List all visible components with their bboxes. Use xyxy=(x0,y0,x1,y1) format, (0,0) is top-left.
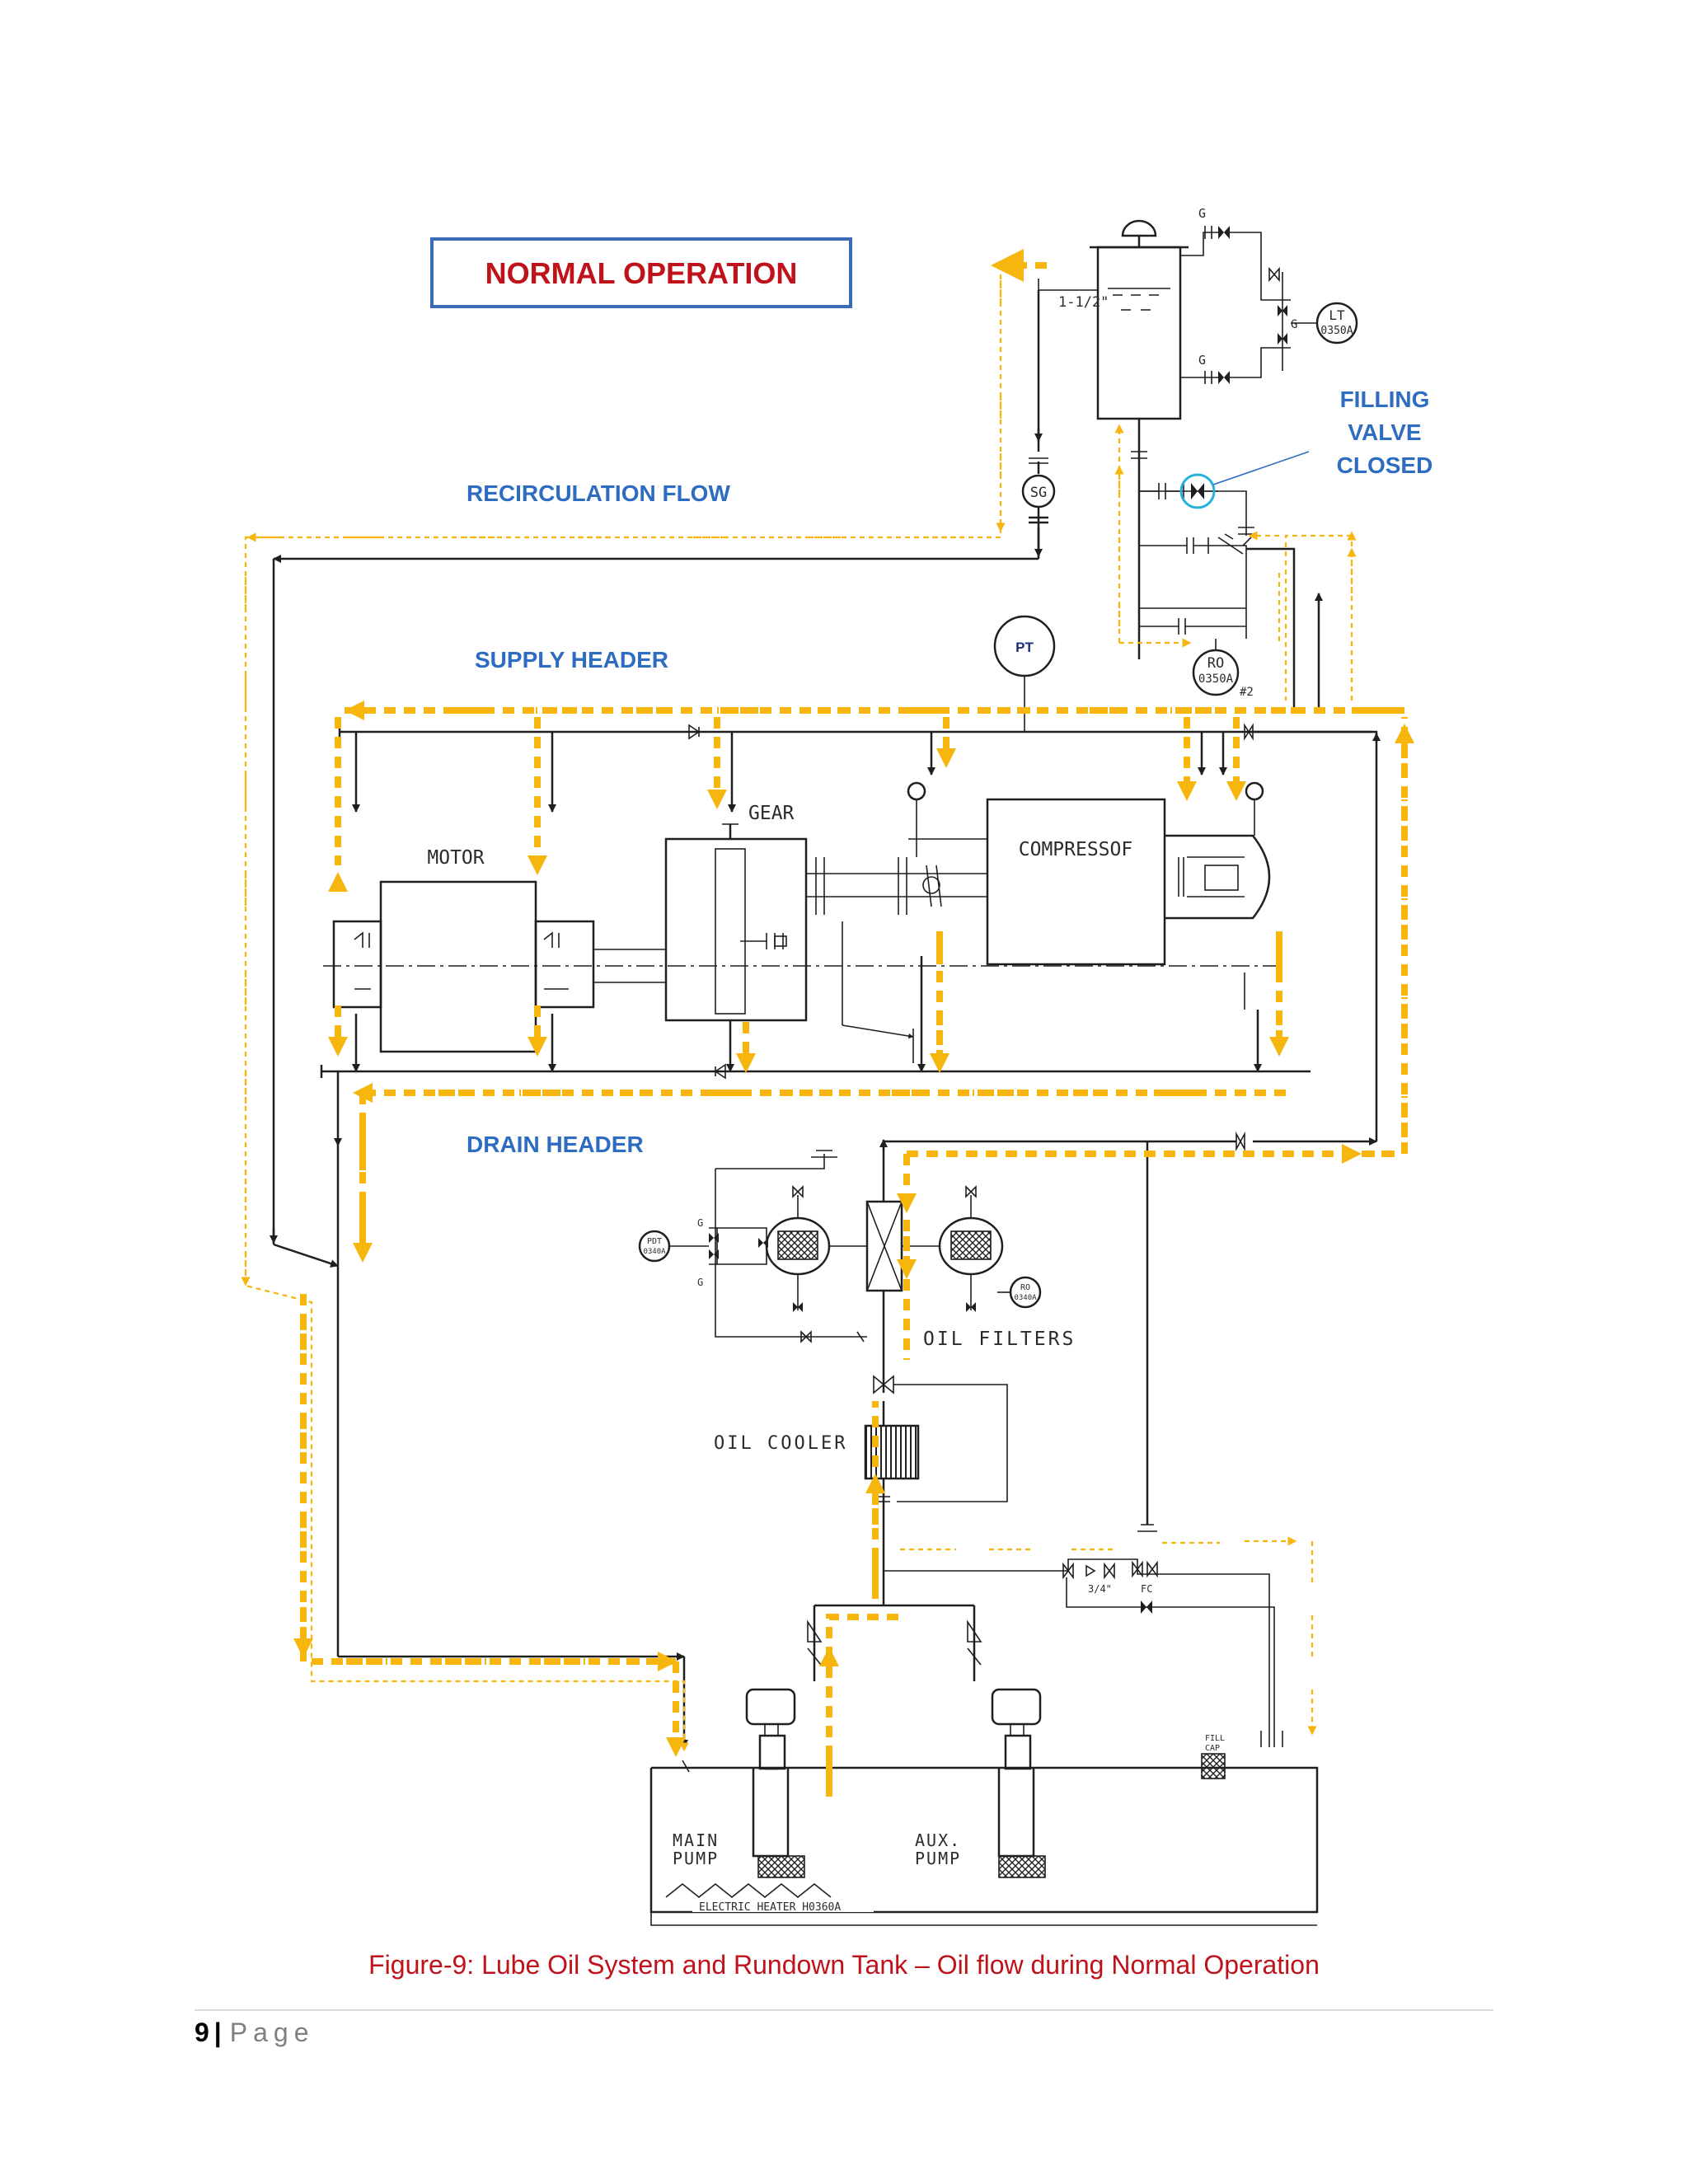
pump-discharge-piping: 3/4" FC xyxy=(807,1558,1283,1747)
pdt-line2: 0340A xyxy=(643,1248,666,1256)
valve-g-label-2: G xyxy=(1198,353,1206,368)
filling-valve xyxy=(1139,451,1310,509)
sight-glass-line: SG xyxy=(270,279,1098,1268)
oil-cooler: OIL COOLER xyxy=(714,1375,1008,1591)
gear: GEAR xyxy=(664,803,808,1022)
aux-pump-line2: PUMP xyxy=(915,1849,961,1868)
figure-caption: Figure-9: Lube Oil System and Rundown Ta… xyxy=(368,1950,1320,1980)
gear-label: GEAR xyxy=(748,803,795,824)
page-footer: 9|Page xyxy=(195,2018,314,2048)
filling-valve-line2: VALVE xyxy=(1348,419,1421,445)
valve-g-label-3: G xyxy=(1291,318,1297,331)
mode-box-label: NORMAL OPERATION xyxy=(485,256,798,290)
lt-instrument xyxy=(1315,302,1358,344)
ro-filter-line1: RO xyxy=(1020,1283,1030,1292)
oil-reservoir: ELECTRIC HEATER H0360A FILL CAP xyxy=(649,1734,1319,1926)
motor: MOTOR xyxy=(332,847,595,1053)
supply-header: PT xyxy=(338,615,1381,1141)
ro-filter-instrument xyxy=(1009,1276,1042,1309)
pump-discharge-flow-path xyxy=(829,1220,1312,1797)
fill-cap-line1: FILL xyxy=(1205,1734,1225,1743)
filling-valve-callout: FILLING VALVE CLOSED xyxy=(1337,387,1433,478)
fill-cap-line2: CAP xyxy=(1205,1744,1220,1753)
fc-label: FC xyxy=(1141,1583,1152,1595)
drain-header xyxy=(320,956,1311,1748)
oil-filters-label: OIL FILTERS xyxy=(923,1329,1076,1350)
page-number: 9 xyxy=(195,2018,209,2047)
pt-instrument xyxy=(993,615,1056,677)
ro-top-line1: RO xyxy=(1207,655,1224,672)
motor-label: MOTOR xyxy=(427,847,484,869)
page-separator: | xyxy=(213,2018,222,2047)
supply-header-label: SUPPLY HEADER xyxy=(475,647,668,673)
footer-rule xyxy=(195,2009,1493,2011)
size-34-label: 3/4" xyxy=(1088,1583,1112,1595)
filling-valve-line3: CLOSED xyxy=(1337,452,1433,478)
valve-g-label-4: G xyxy=(697,1217,703,1229)
recirculation-flow-path xyxy=(246,249,1047,1752)
ro-filter-line2: 0340A xyxy=(1014,1294,1037,1302)
oil-cooler-label: OIL COOLER xyxy=(714,1433,847,1454)
rundown-outlet-piping xyxy=(1131,419,1323,709)
mode-box: NORMAL OPERATION xyxy=(430,237,852,308)
drain-return-flow-path xyxy=(303,931,1286,1757)
ro-top-suffix: #2 xyxy=(1240,686,1254,699)
main-pump-line2: PUMP xyxy=(673,1849,719,1868)
tank-return-flow-path xyxy=(1119,424,1352,701)
rundown-tank: 1-1/2" G G G LT 0350A xyxy=(1058,206,1358,420)
pdt-line1: PDT xyxy=(647,1237,662,1246)
oil-filters: G G PDT 0340A RO 0340A OIL FILTERS xyxy=(638,1150,1076,1376)
pipe-size-label: 1-1/2" xyxy=(1058,294,1109,311)
ro-top-line2: 0350A xyxy=(1198,673,1234,686)
pt-label: PT xyxy=(1015,640,1034,655)
pdt-instrument xyxy=(638,1230,671,1263)
compressor-label: COMPRESSOF xyxy=(1019,839,1132,860)
heater-label: ELECTRIC HEATER H0360A xyxy=(699,1901,841,1914)
valve-g-label: G xyxy=(1198,206,1206,221)
drain-header-label: DRAIN HEADER xyxy=(467,1132,644,1157)
filling-valve-line1: FILLING xyxy=(1340,387,1430,412)
main-pump-line1: MAIN xyxy=(673,1830,719,1850)
lt-label-line1: LT xyxy=(1329,307,1345,323)
ro-top-instrument: RO 0350A #2 xyxy=(1192,639,1254,699)
shaft-line xyxy=(323,781,1286,1063)
valve-g-label-5: G xyxy=(697,1277,703,1288)
supply-header-flow-path xyxy=(338,710,1404,1213)
lt-label-line2: 0350A xyxy=(1320,325,1353,337)
recirculation-flow-label: RECIRCULATION FLOW xyxy=(467,480,730,506)
aux-pump: AUX. PUMP xyxy=(915,1688,1046,1878)
aux-pump-line1: AUX. xyxy=(915,1830,961,1850)
page-label: Page xyxy=(229,2018,315,2047)
filter-outlet-line xyxy=(879,1131,1377,1532)
main-pump: MAIN PUMP xyxy=(673,1688,805,1878)
sg-label: SG xyxy=(1030,485,1047,501)
compressor: COMPRESSOF xyxy=(986,781,1271,1010)
